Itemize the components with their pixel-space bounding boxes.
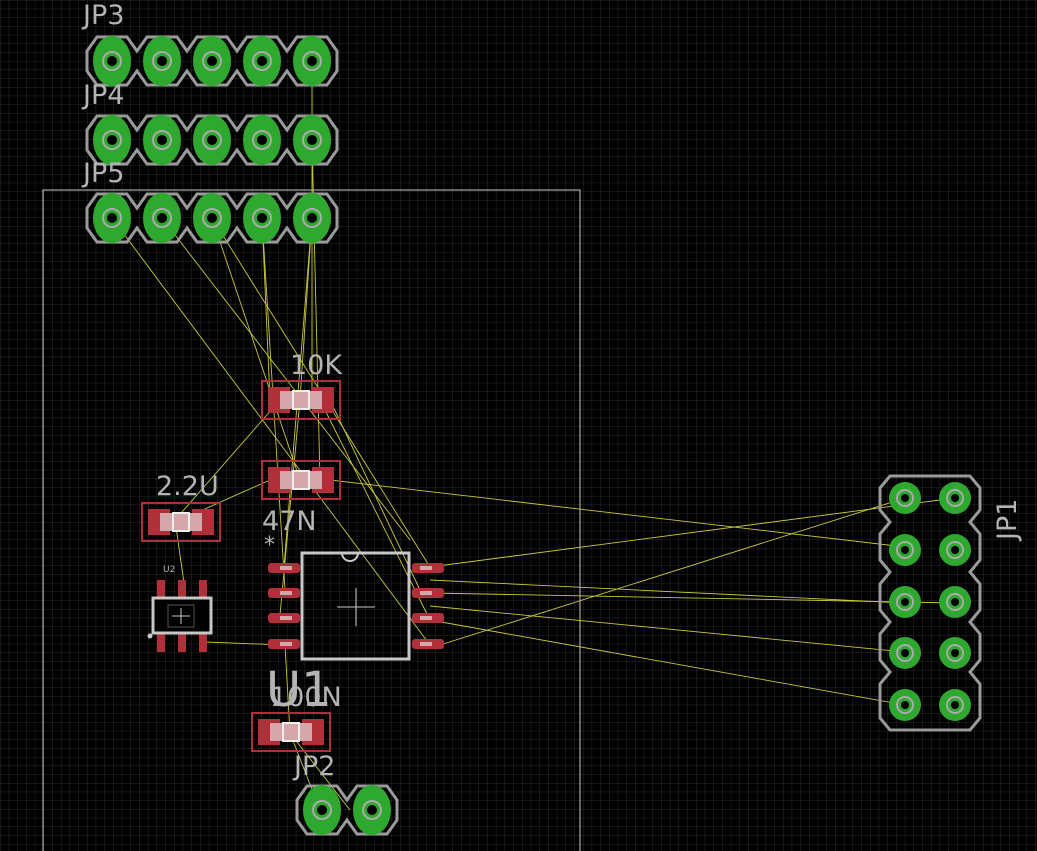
label-u1: U1 — [266, 662, 332, 718]
capacitor-2u2[interactable]: 2.2U — [141, 471, 221, 542]
label-u2: U2 — [163, 565, 175, 575]
ic-u1[interactable]: * U1 — [264, 533, 444, 718]
resistor-10k[interactable]: 10K — [261, 350, 343, 420]
capacitor-100n[interactable]: 100N — [251, 682, 342, 752]
label-jp4: JP4 — [81, 80, 124, 111]
pin-row — [85, 35, 339, 87]
label-jp2: JP2 — [292, 751, 335, 782]
label-jp1: JP1 — [992, 499, 1023, 542]
header-jp5[interactable]: JP5 — [81, 158, 339, 244]
regulator-u2[interactable]: U2 — [147, 565, 213, 652]
label-jp3: JP3 — [81, 0, 124, 31]
label-10k: 10K — [290, 350, 343, 381]
label-47n: 47N — [262, 506, 317, 537]
capacitor-47n[interactable]: 47N — [261, 460, 341, 537]
header-jp1[interactable]: JP1 — [878, 474, 1023, 732]
label-jp5: JP5 — [81, 158, 124, 189]
header-jp4[interactable]: JP4 — [81, 80, 339, 166]
label-star: * — [264, 533, 275, 558]
board-outline — [42, 189, 581, 851]
label-100n: 100N — [270, 682, 342, 713]
header-jp3[interactable]: JP3 — [81, 0, 339, 87]
header-jp2[interactable]: JP2 — [292, 751, 399, 836]
label-2u2: 2.2U — [156, 471, 219, 502]
